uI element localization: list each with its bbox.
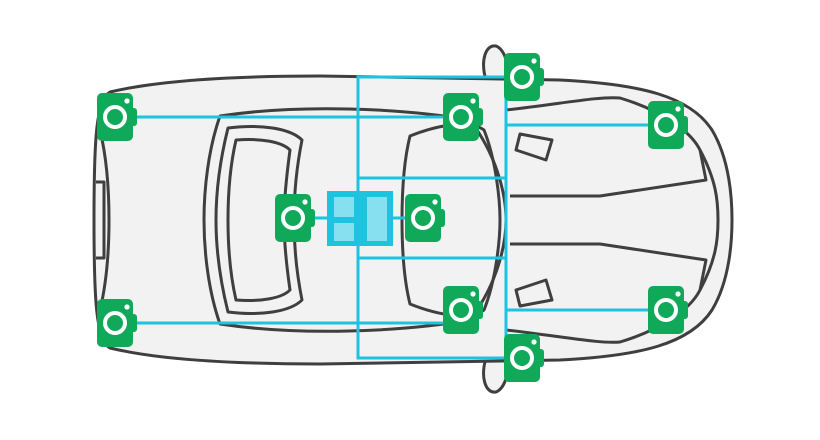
camera-icon [502,51,546,103]
camera-icon [273,192,317,244]
camera-icon [95,297,139,349]
control-unit-icon [327,191,393,246]
camera-icon [441,284,485,336]
camera-icon [441,91,485,143]
camera-icon [95,91,139,143]
camera-icon [646,99,690,151]
camera-icon [646,284,690,336]
camera-icon [403,192,447,244]
camera-icon [502,332,546,384]
